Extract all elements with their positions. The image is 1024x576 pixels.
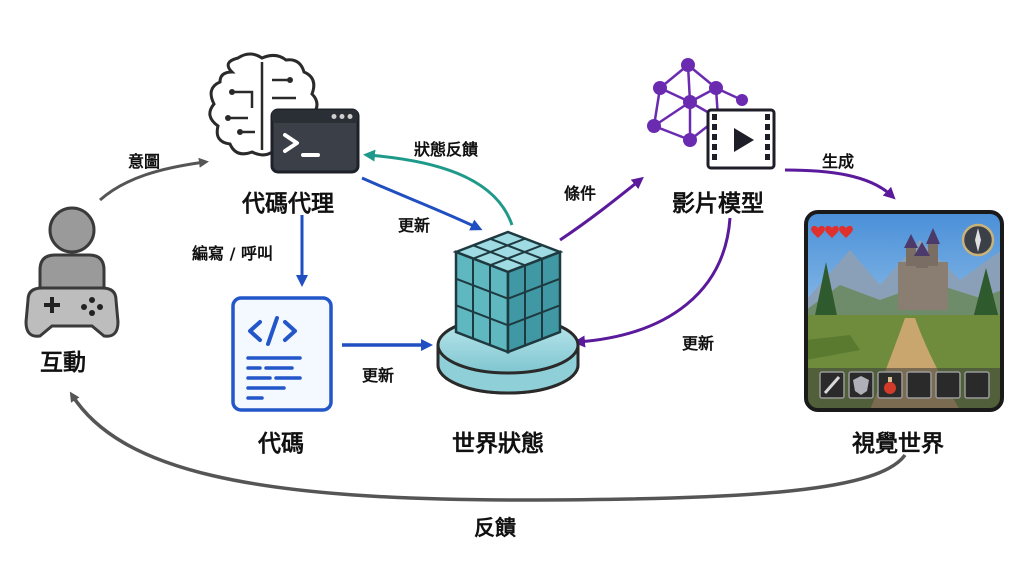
arrow-update-agent bbox=[361, 176, 483, 231]
edge-label-write-call: 編寫 / 呼叫 bbox=[192, 244, 273, 263]
arrow-state-feedback bbox=[363, 149, 514, 226]
edge-label-generate: 生成 bbox=[822, 152, 855, 171]
arrow-condition bbox=[559, 176, 644, 242]
arrow-intent bbox=[99, 157, 209, 202]
user-gamepad-icon bbox=[24, 206, 120, 338]
edge-label-condition: 條件 bbox=[564, 184, 597, 203]
game-scene-thumbnail bbox=[804, 210, 1004, 412]
node-label-code-agent: 代碼代理 bbox=[242, 191, 334, 217]
edge-label-update-code: 更新 bbox=[362, 366, 395, 385]
code-document-icon bbox=[231, 296, 333, 412]
edge-label-feedback: 反饋 bbox=[474, 516, 516, 540]
node-label-video-model: 影片模型 bbox=[672, 191, 764, 217]
node-label-visual-world: 視覺世界 bbox=[852, 431, 944, 457]
node-label-code: 代碼 bbox=[258, 431, 304, 457]
node-label-world-state: 世界狀態 bbox=[452, 431, 544, 457]
arrow-feedback bbox=[69, 391, 907, 502]
edge-label-update-agent: 更新 bbox=[398, 216, 431, 235]
neural-network-video-icon bbox=[647, 58, 776, 170]
edge-label-update-video: 更新 bbox=[682, 334, 715, 353]
arrow-update-video bbox=[573, 217, 732, 348]
node-label-interaction: 互動 bbox=[40, 350, 86, 376]
edge-label-intent: 意圖 bbox=[128, 152, 161, 171]
brain-terminal-icon bbox=[208, 52, 360, 174]
arrow-generate bbox=[784, 168, 896, 200]
cube-platform-icon bbox=[436, 230, 580, 395]
edge-label-state-feedback: 狀態反饋 bbox=[414, 140, 479, 159]
